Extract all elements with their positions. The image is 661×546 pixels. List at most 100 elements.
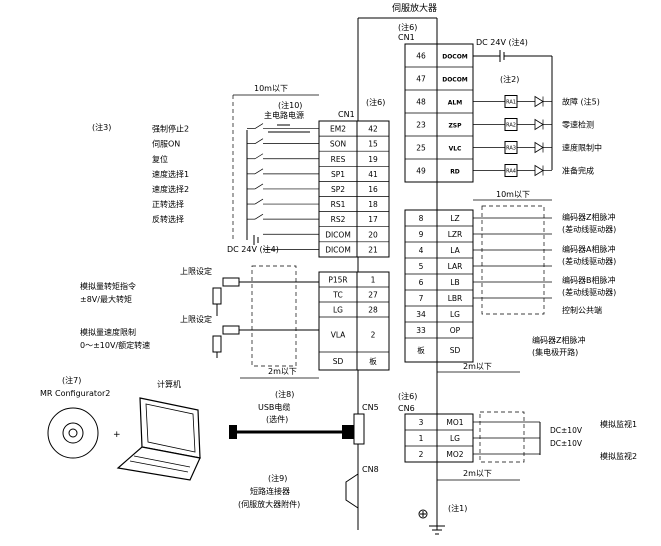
cn6-pin-number: 2 bbox=[419, 450, 424, 459]
cn1-left-pin-number: 16 bbox=[368, 185, 378, 194]
cn6-pin-name: MO1 bbox=[446, 418, 463, 427]
encoder-signal-label: 编码器Z相脉冲 bbox=[562, 212, 615, 222]
diode-icon bbox=[534, 141, 544, 154]
cn1-right-pin-number: 47 bbox=[416, 75, 426, 84]
cn1-right-pin-name: ALM bbox=[448, 100, 462, 107]
cd-disc-icon bbox=[47, 407, 99, 459]
cn1-left-pin-number: 15 bbox=[368, 140, 378, 149]
usb-note: (注8) bbox=[275, 389, 294, 399]
analog-pin-number: 28 bbox=[368, 306, 378, 315]
encoder-signal-label: 控制公共端 bbox=[562, 305, 602, 315]
cn1-left-pin-name: DICOM bbox=[325, 245, 351, 254]
cn8-short-connector bbox=[345, 473, 359, 509]
cn1-left-pin-name: SP1 bbox=[331, 170, 345, 179]
output-signal-label: 零速检测 bbox=[562, 120, 594, 130]
monitor2-label: 模拟监视2 bbox=[600, 451, 637, 461]
input-switch-blade bbox=[254, 138, 264, 144]
cn6-pin-number: 3 bbox=[419, 418, 424, 427]
cn1-right-pin-number: 46 bbox=[416, 52, 426, 61]
cn1-left-label: CN1 bbox=[338, 110, 355, 119]
encoder-pin-number: 5 bbox=[419, 262, 424, 271]
ground-note: (注1) bbox=[448, 503, 467, 513]
encoder-pin-name: LA bbox=[450, 246, 460, 255]
power-switch bbox=[268, 124, 310, 133]
analog-pin-number: 1 bbox=[371, 276, 376, 285]
usb-cable-label: USB电缆 bbox=[258, 402, 290, 412]
cn1-left-pin-number: 42 bbox=[368, 125, 378, 134]
analog-pin-name: P15R bbox=[328, 276, 347, 285]
analog-pin-name: SD bbox=[333, 357, 344, 366]
upper-limit-2: 上限设定 bbox=[180, 314, 212, 324]
encoder-pin-number: 8 bbox=[419, 214, 424, 223]
relay-label: RA4 bbox=[506, 169, 516, 175]
cn1-left-pin-name: SON bbox=[330, 140, 346, 149]
distance-10m-right: 10m以下 bbox=[496, 190, 530, 199]
cn1-left-pin-number: 21 bbox=[368, 245, 378, 254]
cn1-left-pin-name: EM2 bbox=[330, 125, 346, 134]
cn1-left-connector bbox=[318, 120, 358, 258]
diode-icon bbox=[534, 95, 544, 108]
encoder-signal-label: (差动线驱动器) bbox=[562, 256, 616, 266]
plus-sign: + bbox=[113, 430, 121, 440]
dc24v-right: DC 24V (注4) bbox=[476, 37, 528, 47]
encoder-pin-column bbox=[404, 209, 438, 363]
laptop-icon bbox=[116, 397, 201, 481]
cn1-right-pin-number: 25 bbox=[416, 144, 426, 153]
torque-cmd-line1: 模拟量转矩指令 bbox=[80, 281, 136, 291]
cn8-label: CN8 bbox=[362, 465, 379, 474]
cn6-connector bbox=[436, 413, 474, 463]
diode-icon bbox=[534, 164, 544, 177]
cn1-right-label: CN1 bbox=[398, 33, 415, 42]
short-accessory-label: (伺服放大器附件) bbox=[238, 499, 300, 509]
analog-pin-name: VLA bbox=[331, 331, 346, 340]
input-switch-blade bbox=[254, 168, 264, 175]
relay-label: RA1 bbox=[506, 100, 516, 106]
distance-2m-left: 2m以下 bbox=[268, 367, 297, 376]
input-switch-blade bbox=[254, 123, 264, 129]
distance-2m-cn6: 2m以下 bbox=[463, 469, 492, 478]
power-note: (注10) bbox=[278, 100, 302, 110]
encoder-pin-number: 4 bbox=[419, 246, 424, 255]
input-signal-label: 伺服ON bbox=[152, 139, 180, 149]
distance-2m-right: 2m以下 bbox=[463, 362, 492, 371]
monitor1-label: 模拟监视1 bbox=[600, 419, 637, 429]
encoder-pin-number: 33 bbox=[416, 326, 426, 335]
encoder-pin-name: LG bbox=[450, 310, 460, 319]
diagram-title: 伺服放大器 bbox=[392, 2, 437, 14]
encoder-connector bbox=[436, 209, 474, 363]
cn1-right-pin-name: ZSP bbox=[448, 123, 462, 130]
cn6-dc2: DC±10V bbox=[550, 439, 583, 448]
input-switch-blade bbox=[254, 213, 264, 220]
computer-label: 计算机 bbox=[157, 379, 181, 389]
cn1-left-pin-name: RS1 bbox=[331, 200, 346, 209]
usb-cable bbox=[229, 425, 354, 439]
output-signal-label: 故障 (注5) bbox=[562, 97, 600, 107]
encoder-signal-label: 编码器A相脉冲 bbox=[562, 244, 615, 254]
input-signal-label: 复位 bbox=[152, 154, 168, 164]
relay-label: RA2 bbox=[506, 123, 516, 129]
analog-shield bbox=[251, 265, 297, 367]
note3-label: (注3) bbox=[92, 122, 111, 132]
encoder-signal-label: 编码器Z相脉冲 bbox=[532, 335, 585, 345]
speed-limit-line1: 模拟量速度限制 bbox=[80, 327, 136, 337]
analog-pin-column bbox=[356, 271, 390, 371]
cn1-right-pin-name: DOCOM bbox=[442, 77, 468, 84]
pc-note: (注7) bbox=[62, 375, 81, 385]
input-signal-label: 强制停止2 bbox=[152, 124, 189, 134]
encoder-pin-name: LB bbox=[450, 278, 459, 287]
cn1-right-pin-number: 49 bbox=[416, 167, 426, 176]
input-switch-blade bbox=[254, 153, 264, 160]
usb-option-label: (选件) bbox=[266, 414, 288, 424]
cn1-left-pin-name: DICOM bbox=[325, 230, 351, 239]
encoder-signal-label: (差动线驱动器) bbox=[562, 287, 616, 297]
cn6-pin-number: 1 bbox=[419, 434, 424, 443]
software-label: MR Configurator2 bbox=[40, 389, 110, 398]
cn6-pin-column bbox=[404, 413, 438, 463]
cn6-note: (注6) bbox=[398, 391, 417, 401]
cn1-left-pin-number: 41 bbox=[368, 170, 378, 179]
analog-pin-name: LG bbox=[333, 306, 343, 315]
cn1-right-pin-number: 23 bbox=[416, 121, 426, 130]
encoder-pin-name: LAR bbox=[448, 262, 463, 271]
potentiometer-2 bbox=[212, 325, 319, 358]
